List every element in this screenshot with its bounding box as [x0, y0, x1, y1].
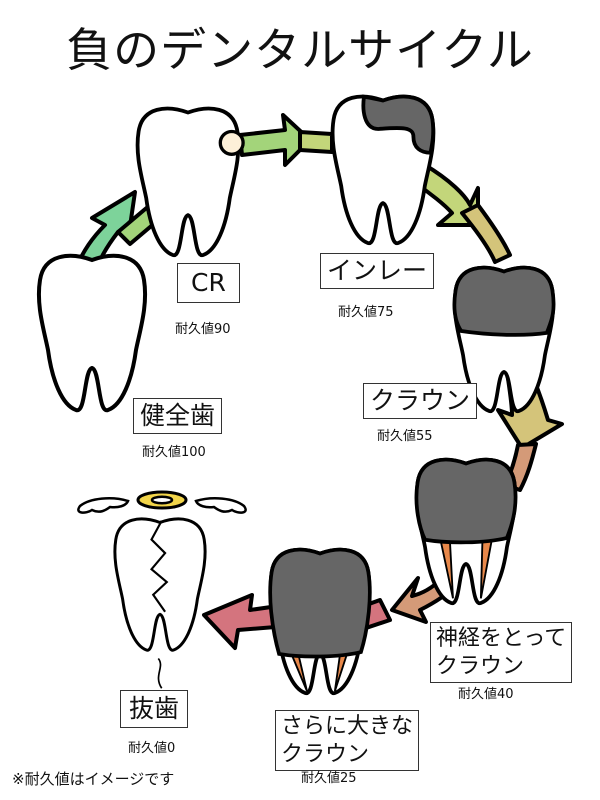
arrow-inlay-to-crown [413, 163, 480, 227]
tooth-root-canal-crown [414, 457, 518, 606]
durability-healthy: 耐久値100 [142, 445, 206, 460]
stage-label-inlay: インレー [320, 253, 435, 289]
stage-label-root-canal-crown: 神経をとって クラウン [430, 622, 573, 683]
resin-filling [218, 129, 245, 156]
tooth-cr [135, 106, 245, 258]
arrow-crown-link [460, 203, 512, 264]
metal-inlay [361, 94, 436, 155]
tooth-crown [452, 265, 556, 414]
stage-label-cr: CR [177, 263, 240, 303]
footnote: ※耐久値はイメージです [12, 770, 175, 788]
stage-label-healthy: 健全歯 [133, 398, 223, 434]
tooth-healthy [36, 253, 148, 413]
stage-label-bigger-crown: さらに大きな クラウン [275, 710, 420, 771]
halo-icon [136, 490, 188, 510]
tooth-bigger-crown [268, 547, 372, 696]
ghost-squiggle [157, 657, 163, 689]
arrow-inlay-link [298, 130, 334, 154]
tooth-inlay [330, 94, 436, 246]
wings-icon [77, 497, 247, 514]
metal-crown [452, 265, 556, 337]
durability-cr: 耐久値90 [175, 322, 231, 337]
stage-label-crown: クラウン [363, 383, 478, 419]
page-title: 負のデンタルサイクル [66, 23, 534, 77]
durability-bigger-crown: 耐久値25 [301, 771, 357, 786]
durability-crown: 耐久値55 [377, 429, 433, 444]
arrow-cr-to-inlay [238, 113, 312, 167]
durability-inlay: 耐久値75 [338, 305, 394, 320]
tooth-extracted [113, 517, 207, 689]
metal-crown [414, 457, 518, 545]
stage-label-extraction: 抜歯 [120, 690, 189, 728]
crack-line [149, 520, 169, 613]
durability-root-canal-crown: 耐久値40 [458, 687, 514, 702]
durability-extraction: 耐久値0 [128, 741, 176, 756]
metal-crown [268, 547, 372, 659]
